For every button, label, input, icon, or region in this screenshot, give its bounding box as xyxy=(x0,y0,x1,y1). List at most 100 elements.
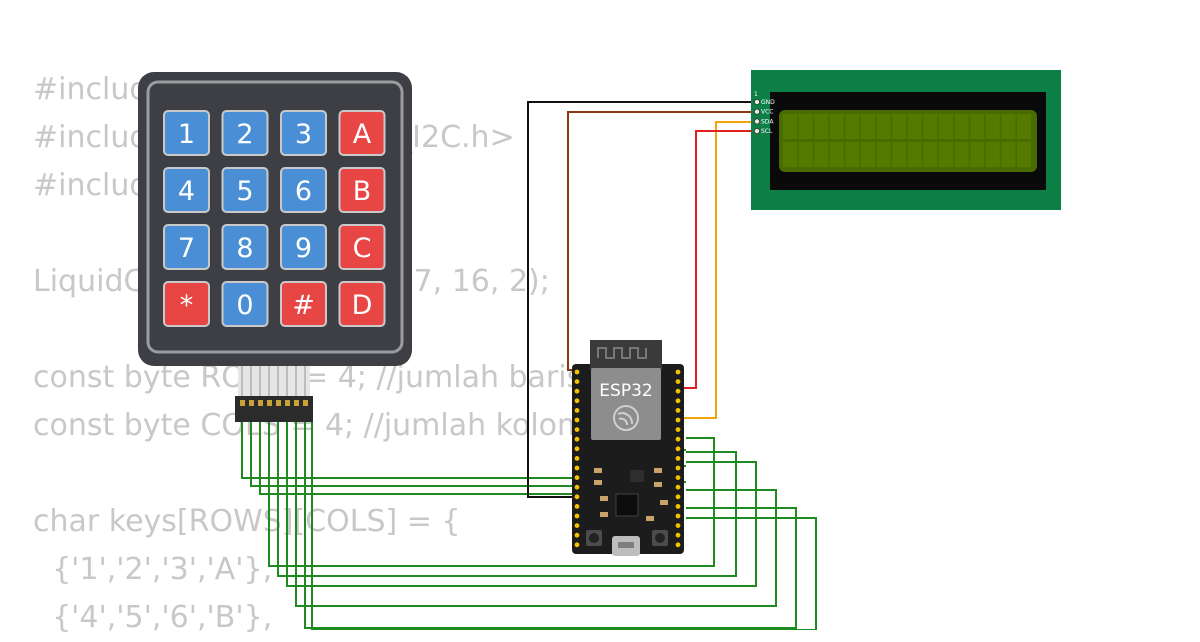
key-c[interactable]: C xyxy=(338,224,386,270)
esp32-pin-right[interactable] xyxy=(675,532,681,538)
lcd-pin-hole xyxy=(754,118,761,125)
esp32-pin-right[interactable] xyxy=(675,417,681,423)
smd-component xyxy=(646,516,654,521)
esp32-pin-left[interactable] xyxy=(574,484,580,490)
lcd-cell xyxy=(861,142,875,167)
lcd-cell xyxy=(798,142,813,167)
key-1[interactable]: 1 xyxy=(163,110,210,156)
key-a[interactable]: A xyxy=(338,110,386,156)
esp32-pin-right[interactable] xyxy=(675,465,681,471)
lcd-cell xyxy=(1017,142,1031,167)
key-2[interactable]: 2 xyxy=(221,110,269,156)
esp32-pin-left[interactable] xyxy=(574,504,580,509)
esp32-pin-right[interactable] xyxy=(675,398,681,404)
esp32-pin-left[interactable] xyxy=(574,436,580,442)
smd-component xyxy=(600,496,608,501)
lcd-cell xyxy=(892,142,907,167)
espressif-logo-icon xyxy=(613,405,639,431)
key-label: 8 xyxy=(236,233,253,264)
lcd-pin-vcc[interactable]: VCC xyxy=(754,109,773,116)
esp32-pin-right[interactable] xyxy=(675,427,681,432)
connector-pin xyxy=(258,400,263,406)
key-0[interactable]: 0 xyxy=(221,281,269,327)
gnd-wire[interactable] xyxy=(527,101,757,498)
key-9[interactable]: 9 xyxy=(280,224,327,270)
esp32-pin-left[interactable] xyxy=(574,398,580,404)
esp32-pin-left[interactable] xyxy=(574,542,580,548)
key-4[interactable]: 4 xyxy=(163,167,210,213)
key-cap xyxy=(163,281,210,327)
key-label: 5 xyxy=(236,176,253,207)
keypad-wire[interactable] xyxy=(268,420,715,567)
keypad-connector[interactable] xyxy=(235,396,313,422)
key-cap xyxy=(338,224,386,270)
esp32-pin-right[interactable] xyxy=(675,494,681,500)
esp32-pin-right[interactable] xyxy=(675,388,681,394)
keypad-wire[interactable] xyxy=(311,420,817,630)
esp32-pin-left[interactable] xyxy=(574,475,580,480)
esp32-pin-right[interactable] xyxy=(675,523,681,528)
usb-uart-chip xyxy=(615,493,639,517)
lcd-pin-scl[interactable]: SCL xyxy=(754,128,773,135)
keypad-wire[interactable] xyxy=(286,420,757,587)
smd-component xyxy=(654,482,662,487)
key-hash[interactable]: # xyxy=(280,281,327,327)
key-star[interactable]: * xyxy=(163,281,210,327)
en-button-cap xyxy=(589,533,599,543)
keypad-wire[interactable] xyxy=(295,420,777,607)
keypad-ribbon xyxy=(238,366,310,396)
lcd-pin-gnd[interactable]: GND xyxy=(754,99,775,106)
keypad-wire[interactable] xyxy=(277,420,737,577)
lcd-cell xyxy=(907,114,922,139)
esp32-pin-left[interactable] xyxy=(574,379,580,384)
scl-wire[interactable] xyxy=(684,130,757,389)
esp32-pin-right[interactable] xyxy=(675,484,681,490)
esp32-pin-right[interactable] xyxy=(675,369,681,375)
esp32-pin-left[interactable] xyxy=(574,494,580,500)
vcc-wire[interactable] xyxy=(567,111,757,371)
esp32-pin-right[interactable] xyxy=(675,513,681,519)
esp32-pin-right[interactable] xyxy=(675,504,681,509)
lcd-cell xyxy=(783,142,797,167)
esp32-pin-left[interactable] xyxy=(574,532,580,538)
key-6[interactable]: 6 xyxy=(280,167,327,213)
lcd-pin-sda[interactable]: SDA xyxy=(754,118,774,125)
key-5[interactable]: 5 xyxy=(221,167,269,213)
smd-component xyxy=(600,512,608,517)
esp32-board[interactable]: ESP32 xyxy=(572,340,684,556)
esp32-pin-left[interactable] xyxy=(574,388,580,394)
lcd-cell xyxy=(814,114,829,139)
esp32-pin-left[interactable] xyxy=(574,456,580,461)
key-3[interactable]: 3 xyxy=(280,110,327,156)
esp32-pin-right[interactable] xyxy=(675,475,681,480)
esp32-pin-right[interactable] xyxy=(675,446,681,452)
esp32-pin-left[interactable] xyxy=(574,513,580,519)
key-b[interactable]: B xyxy=(338,167,386,213)
key-cap xyxy=(163,167,210,213)
lcd-pin-hole xyxy=(754,108,761,115)
esp32-pin-right[interactable] xyxy=(675,542,681,548)
esp32-pin-right[interactable] xyxy=(675,379,681,384)
sda-wire[interactable] xyxy=(684,121,757,419)
keypad-wire[interactable] xyxy=(304,420,797,629)
esp32-pin-left[interactable] xyxy=(574,465,580,471)
esp32-pin-left[interactable] xyxy=(574,523,580,528)
esp32-pin-right[interactable] xyxy=(675,456,681,461)
esp32-pin-left[interactable] xyxy=(574,408,580,413)
esp32-pin-left[interactable] xyxy=(574,446,580,452)
key-d[interactable]: D xyxy=(338,281,386,327)
esp32-pin-left[interactable] xyxy=(574,369,580,375)
key-7[interactable]: 7 xyxy=(163,224,210,270)
esp32-pin-left[interactable] xyxy=(574,427,580,432)
lcd-cell xyxy=(876,142,891,167)
esp32-components xyxy=(594,468,668,521)
esp32-label: ESP32 xyxy=(599,381,652,401)
esp32-pin-right[interactable] xyxy=(675,436,681,442)
esp32-pin-right[interactable] xyxy=(675,408,681,413)
voltage-regulator xyxy=(630,470,644,482)
key-8[interactable]: 8 xyxy=(221,224,269,270)
esp32-pin-left[interactable] xyxy=(574,417,580,423)
